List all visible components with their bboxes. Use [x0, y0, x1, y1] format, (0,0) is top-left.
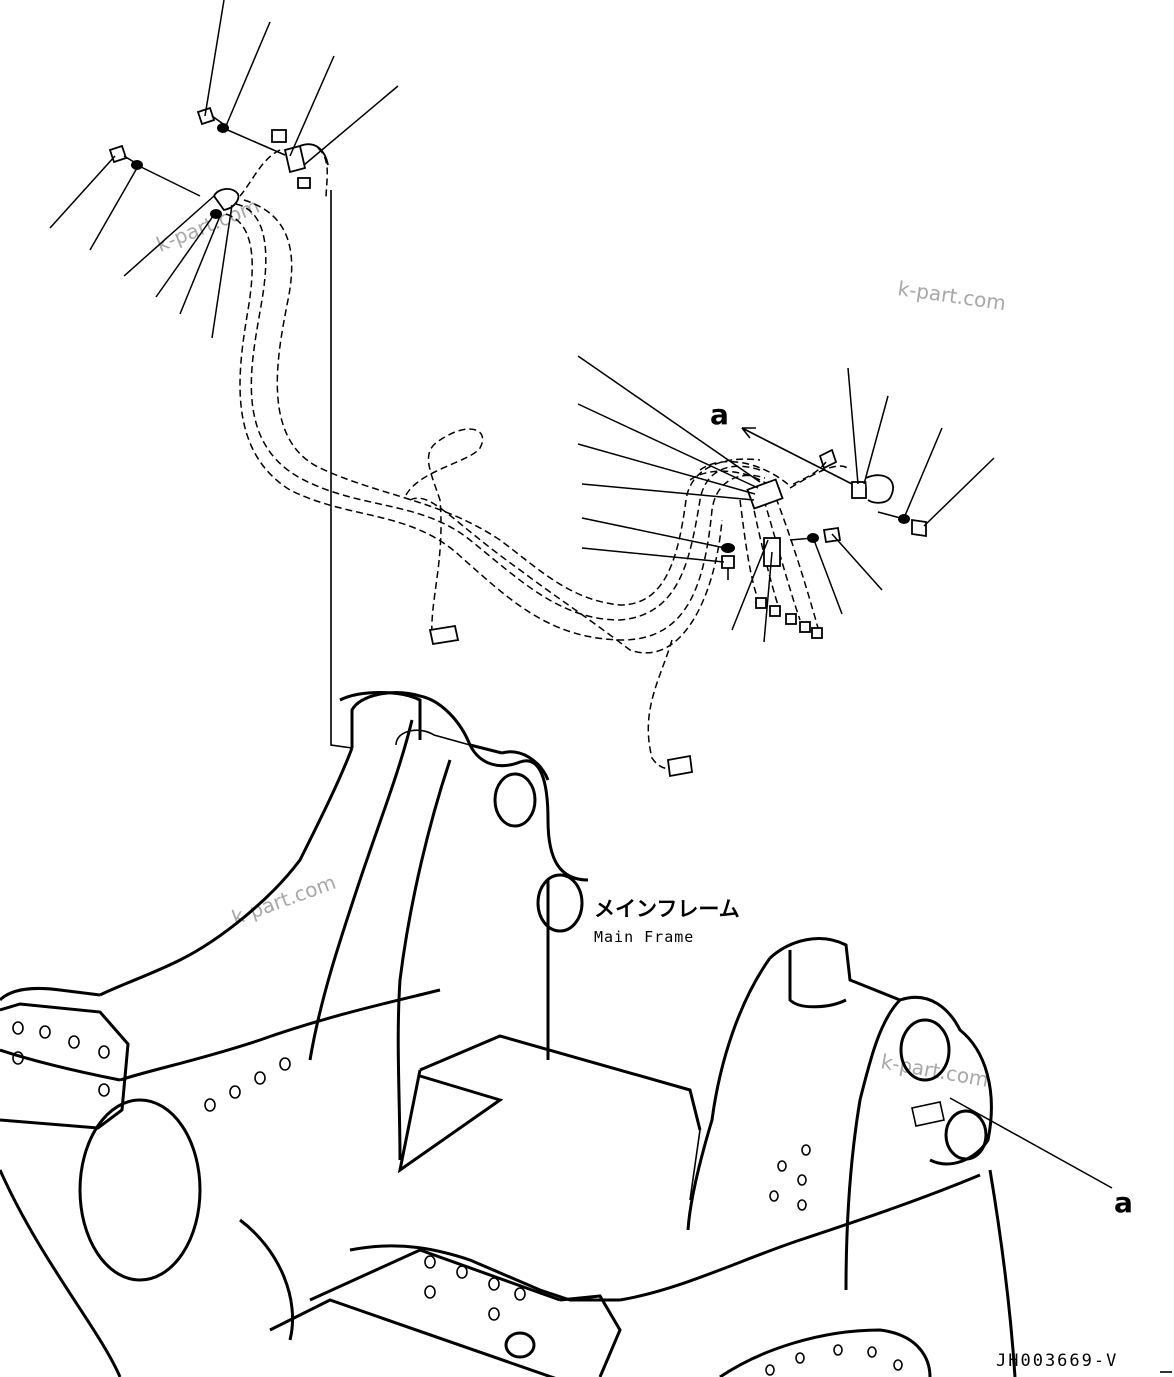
right-hose-clamp-group: [577, 355, 995, 643]
left-hose-clamp-group: [49, 0, 399, 749]
hose-end-fitting: [769, 605, 781, 617]
watermark-2: k-part.com: [896, 276, 1007, 315]
leader-line: [155, 211, 217, 298]
clamp-block: [283, 144, 307, 174]
leader-line: [204, 0, 225, 117]
hose-end-fitting: [785, 613, 797, 625]
leader-line: [211, 204, 233, 339]
direction-line: [741, 427, 853, 485]
leader-line: [225, 21, 271, 127]
bracket-a: [911, 1101, 945, 1127]
leader-line: [847, 367, 859, 485]
watermark-4: k-part.com: [879, 1049, 990, 1092]
hose-clamp-bracket: [212, 188, 240, 211]
leader-line: [903, 427, 943, 519]
clamp-right-band: [865, 474, 894, 504]
leader-line: [303, 85, 399, 166]
direction-arrowhead: [741, 427, 756, 439]
clamp-nut: [271, 129, 287, 143]
drawing-code: JH003669-V: [996, 1351, 1118, 1371]
main-frame-label-en: Main Frame: [594, 928, 694, 946]
pin-bore: [493, 772, 537, 828]
leader-line: [581, 483, 755, 501]
leader-line: [831, 533, 883, 591]
washer-right-a: [721, 543, 735, 553]
clamp-nut-lower: [297, 177, 311, 189]
reference-line: [330, 190, 353, 749]
leader-line: [289, 55, 335, 157]
leader-line: [581, 517, 726, 549]
leader-line: [581, 547, 725, 563]
hose-end-fitting: [799, 621, 811, 633]
bolt-right-b: [877, 511, 927, 538]
leader-line: [577, 403, 759, 489]
leader-line: [89, 167, 138, 251]
large-bore: [78, 1098, 202, 1282]
leader-line: [763, 551, 773, 643]
leader-line: [179, 215, 221, 315]
ref-label-a-bottom: a: [1114, 1186, 1133, 1219]
leader-line: [577, 355, 761, 483]
watermarks: k-part.com k-part.com k-part.com k-part.…: [153, 194, 1008, 1092]
leader-line: [923, 457, 995, 527]
leader-line-a: [949, 1097, 1113, 1189]
right-pin-bore: [899, 1018, 951, 1082]
clamp-right: [851, 481, 867, 499]
leader-line: [577, 443, 756, 495]
bore-hole: [536, 873, 584, 933]
hose-end-fitting: [811, 627, 823, 639]
leader-line: [731, 539, 769, 631]
main-frame-label-jp: メインフレーム: [594, 897, 740, 921]
main-frame: [0, 691, 1113, 1377]
bolt-left: [108, 144, 135, 164]
leader-line: [813, 539, 843, 615]
bolt-right-a: [721, 555, 735, 580]
hose-end-fitting: [755, 597, 767, 609]
leader-line: [123, 195, 215, 277]
leader-line: [863, 395, 889, 485]
hose-routing: [225, 147, 766, 778]
leader-line: [49, 155, 116, 229]
right-lower-bore: [944, 1109, 988, 1161]
hose-fitting: [428, 624, 460, 646]
ref-label-a-top: a: [710, 398, 729, 431]
hose-fitting: [667, 754, 693, 778]
